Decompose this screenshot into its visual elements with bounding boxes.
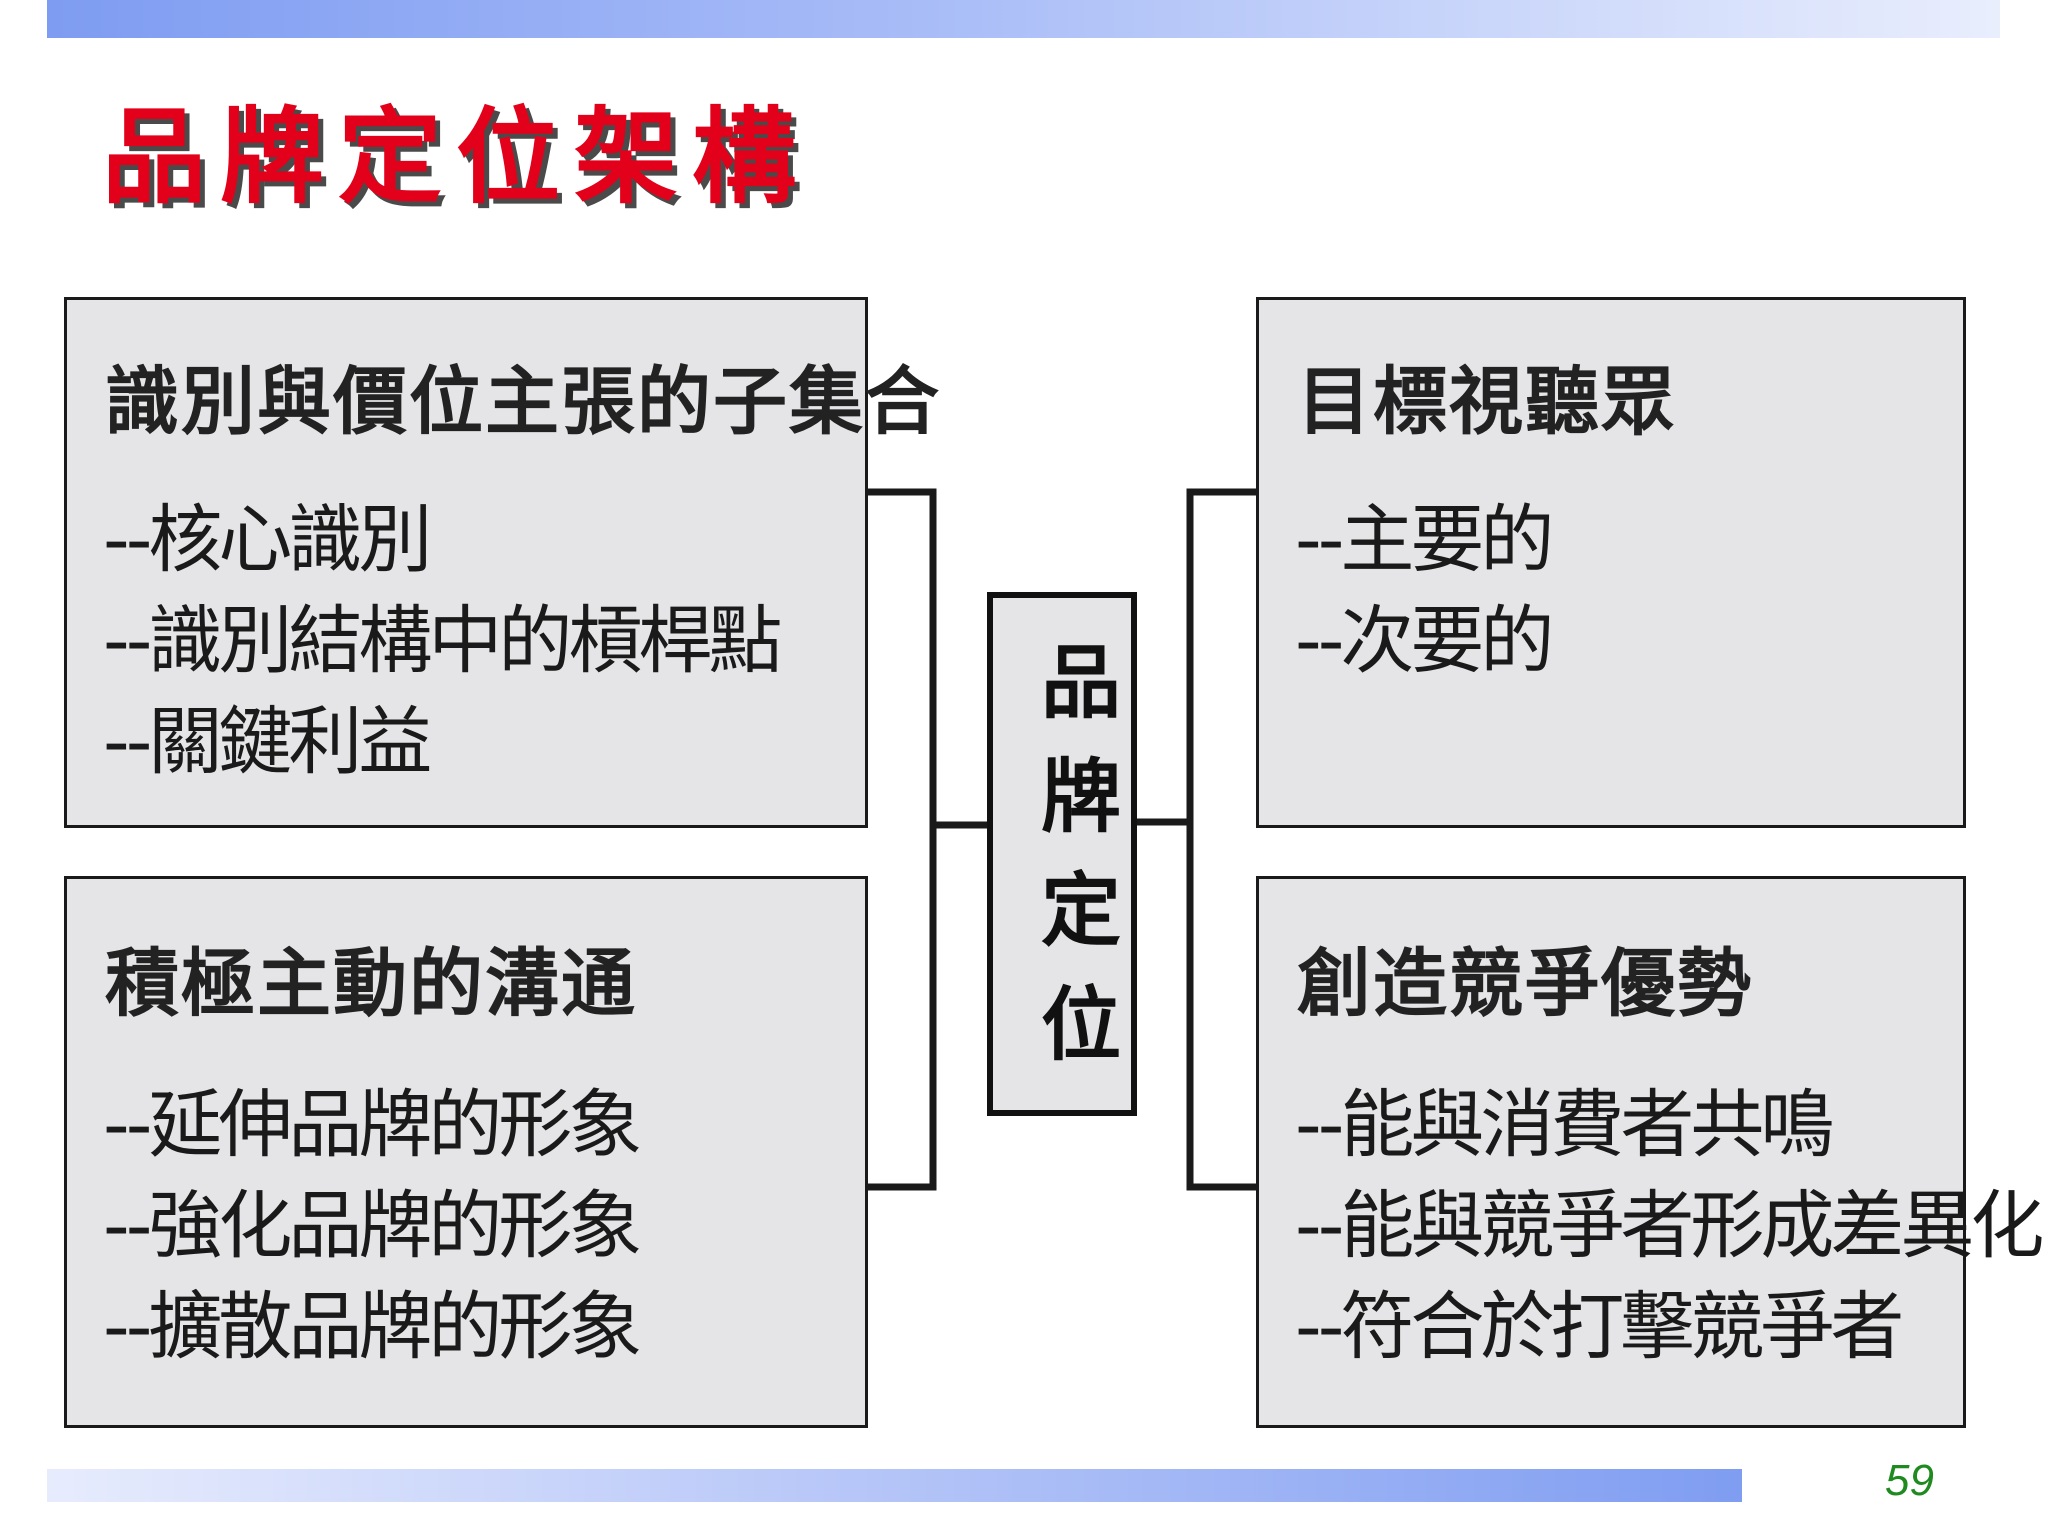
list-item: --符合於打擊競爭者 xyxy=(1295,1284,1904,1370)
list-item: --核心識別 xyxy=(103,497,432,583)
list-item: --能與競爭者形成差異化 xyxy=(1295,1183,2044,1269)
list-item: --強化品牌的形象 xyxy=(103,1183,642,1269)
left-connector-bracket xyxy=(864,488,937,1191)
brand-positioning-center-box: 品牌定位 xyxy=(987,592,1137,1116)
bottom-decorative-band xyxy=(47,1469,1742,1502)
target-audience-box: 目標視聽眾 --主要的 --次要的 xyxy=(1256,297,1966,828)
bullet-list: --主要的 --次要的 xyxy=(1295,490,1554,692)
box-heading: 目標視聽眾 xyxy=(1297,359,1677,445)
list-item: --識別結構中的槓桿點 xyxy=(103,598,782,684)
page-number: 59 xyxy=(1885,1456,1934,1505)
bullet-list: --核心識別 --識別結構中的槓桿點 --關鍵利益 xyxy=(103,490,782,793)
bullet-list: --能與消費者共鳴 --能與競爭者形成差異化 --符合於打擊競爭者 xyxy=(1295,1075,2044,1378)
slide-title: 品牌定位架構 xyxy=(102,96,811,218)
list-item: --能與消費者共鳴 xyxy=(1295,1082,1834,1168)
top-decorative-band xyxy=(47,0,2000,38)
box-heading: 識別與價位主張的子集合 xyxy=(105,359,941,445)
proactive-communication-box: 積極主動的溝通 --延伸品牌的形象 --強化品牌的形象 --擴散品牌的形象 xyxy=(64,876,868,1428)
right-connector-bracket xyxy=(1186,488,1260,1191)
center-label: 品牌定位 xyxy=(1028,640,1122,1096)
identity-value-box: 識別與價位主張的子集合 --核心識別 --識別結構中的槓桿點 --關鍵利益 xyxy=(64,297,939,828)
list-item: --主要的 xyxy=(1295,497,1554,583)
list-item: --延伸品牌的形象 xyxy=(103,1082,642,1168)
list-item: --次要的 xyxy=(1295,598,1554,684)
competitive-advantage-box: 創造競爭優勢 --能與消費者共鳴 --能與競爭者形成差異化 --符合於打擊競爭者 xyxy=(1256,876,2044,1428)
list-item: --擴散品牌的形象 xyxy=(103,1284,642,1370)
box-heading: 積極主動的溝通 xyxy=(105,941,637,1027)
bullet-list: --延伸品牌的形象 --強化品牌的形象 --擴散品牌的形象 xyxy=(103,1075,642,1378)
box-heading: 創造競爭優勢 xyxy=(1297,941,1753,1027)
list-item: --關鍵利益 xyxy=(103,699,432,785)
center-label-wrap: 品牌定位 xyxy=(993,640,1131,1096)
